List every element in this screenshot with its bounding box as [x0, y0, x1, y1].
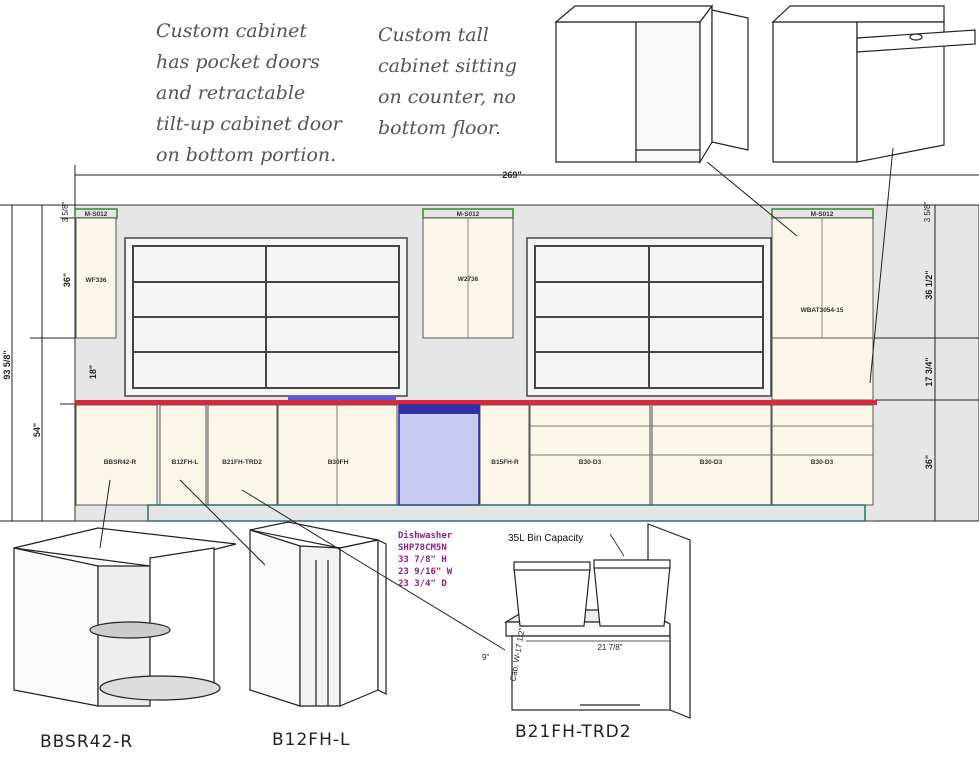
wall-mid-code: W2736: [458, 276, 479, 283]
base-3-code: B21FH-TRD2: [222, 459, 262, 466]
toe-kick: [147, 504, 866, 522]
dishwasher-height: 33 7/8" H: [398, 555, 447, 565]
pullout-cabinet-sketch: [249, 521, 387, 707]
caption-bbsr42-r: BBSR42-R: [40, 732, 134, 752]
tall-cabinet-open-sketch: [554, 4, 749, 165]
dishwasher-width: 23 9/16" W: [398, 567, 453, 577]
leader-arrow-1: [706, 161, 798, 237]
blind-corner-sketch: [13, 527, 237, 707]
bin-width-label: 21 7/8": [597, 643, 622, 652]
overall-width-label: 269": [502, 170, 521, 180]
dishwasher-model: SHP78CM5N: [398, 543, 447, 553]
bin-capacity-label: 35L Bin Capacity: [508, 533, 584, 544]
base-4-code: B30FH: [328, 459, 349, 466]
wall-left-code: WF336: [86, 277, 107, 284]
bin-depth-label: 9": [482, 653, 489, 662]
window-left: [124, 237, 408, 397]
leader-arrow-3: [99, 479, 111, 549]
upper-36-left-label: 36": [62, 273, 72, 287]
base-36-label: 36": [924, 455, 934, 469]
caption-b21fh-trd2: B21FH-TRD2: [515, 722, 632, 742]
tall-cabinet-closed-sketch: [771, 5, 976, 163]
dishwasher-panel: [398, 404, 480, 506]
dishwasher-title: Dishwasher: [398, 531, 453, 541]
molding-right-code: M-S012: [811, 211, 834, 218]
note-left: Custom cabinet has pocket doors and retr…: [156, 20, 342, 166]
base-1-code: BBSR42-R: [104, 459, 137, 466]
base-6-code: B30-D3: [579, 459, 602, 466]
gap-17-label: 17 3/4": [924, 357, 934, 386]
leader-arrow-5: [241, 489, 506, 651]
molding-mid-code: M-S012: [457, 211, 480, 218]
base-8-code: B30-D3: [811, 459, 834, 466]
wall-cabinet-left: [75, 217, 117, 339]
base-7-code: B30-D3: [700, 459, 723, 466]
top-3-right-label: 3 5/8": [923, 202, 932, 223]
leader-arrow-4: [179, 479, 266, 566]
dishwasher-depth: 23 3/4" D: [398, 579, 447, 589]
leader-arrow-2: [869, 147, 894, 384]
trash-bin-sketch: [503, 523, 691, 719]
note-right: Custom tall cabinet sitting on counter, …: [378, 24, 517, 139]
base-2-code: B12FH-L: [172, 459, 199, 466]
top-3-left-label: 3 5/8": [61, 202, 70, 223]
window-right: [526, 237, 772, 397]
dishwasher-specs: Dishwasher SHP78CM5N 33 7/8" H 23 9/16" …: [398, 530, 452, 590]
molding-left-code: M-S012: [85, 211, 108, 218]
base-5-code: B15FH-R: [491, 459, 519, 466]
wall-right-code: WBAT3054-15: [801, 307, 844, 314]
overall-height-label: 93 5/8": [2, 350, 12, 379]
countertop: [75, 400, 877, 405]
base-height-label: 54": [32, 423, 42, 437]
upper-36-right-label: 36 1/2": [924, 270, 934, 299]
caption-b12fh-l: B12FH-L: [272, 730, 351, 750]
gap-18-label: 18": [88, 365, 98, 379]
